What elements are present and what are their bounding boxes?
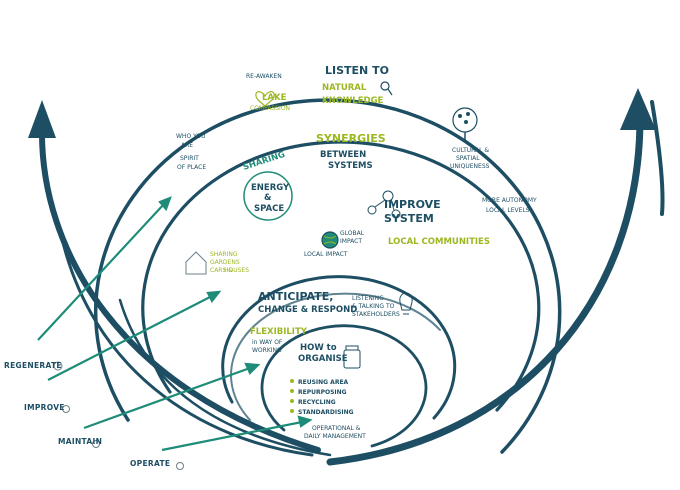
re-awaken-text: RE-AWAKEN bbox=[246, 73, 282, 80]
impact-text: IMPACT bbox=[340, 238, 362, 245]
ring-outer bbox=[93, 98, 562, 454]
house-icon bbox=[185, 251, 207, 275]
cars-text: CARS & bbox=[210, 267, 233, 274]
small-icons bbox=[53, 361, 184, 470]
energy-circle bbox=[243, 171, 293, 221]
standardising-text: STANDARDISING bbox=[298, 409, 354, 416]
talking-text: & TALKING TO bbox=[352, 303, 395, 310]
local-communities-text: LOCAL COMMUNITIES bbox=[388, 237, 490, 247]
label-regenerate: REGENERATE bbox=[4, 361, 62, 370]
jar-icon bbox=[343, 345, 361, 369]
natural-text: NATURAL bbox=[322, 83, 367, 93]
listen-text: LISTEN TO bbox=[325, 64, 389, 77]
change-respond-text: CHANGE & RESPOND bbox=[258, 305, 357, 315]
left-sweep-arrow bbox=[28, 100, 321, 453]
anticipate-text: ANTICIPATE, bbox=[258, 290, 333, 303]
heart-icon bbox=[255, 91, 275, 107]
stakeholders-text: STAKEHOLDERS bbox=[352, 311, 400, 318]
between-text: BETWEEN bbox=[320, 150, 366, 160]
houses-text: HOUSES bbox=[224, 267, 249, 274]
knowledge-text: KNOWLEDGE bbox=[322, 96, 384, 106]
operational-text: OPERATIONAL & bbox=[312, 425, 361, 432]
synergies-text: SYNERGIES bbox=[316, 132, 386, 145]
uniqueness-text: UNIQUENESS bbox=[450, 163, 490, 170]
improve-arrow bbox=[47, 290, 222, 381]
lake-text: LAKE bbox=[262, 93, 287, 103]
systems-text: SYSTEMS bbox=[328, 161, 373, 171]
gardens-text: GARDENS bbox=[210, 259, 240, 266]
of-place-text: OF PLACE bbox=[177, 164, 206, 171]
regenerate-arrow bbox=[37, 196, 172, 341]
recycling-text: RECYCLING bbox=[298, 399, 336, 406]
ring-3 bbox=[221, 275, 457, 420]
improve-text: IMPROVE bbox=[384, 198, 441, 211]
listening-text: LISTENING bbox=[352, 295, 384, 302]
flexibility-text: FLEXIBILITY bbox=[250, 327, 308, 337]
spirit-text: SPIRIT bbox=[180, 155, 199, 162]
local-impact-text: LOCAL IMPACT bbox=[304, 251, 348, 258]
amp-text: & bbox=[264, 193, 272, 203]
organise-text: ORGANISE bbox=[298, 354, 348, 364]
repurposing-text: REPURPOSING bbox=[298, 389, 347, 396]
system-text: SYSTEM bbox=[384, 212, 434, 225]
way-of-text: in WAY OF bbox=[252, 339, 283, 346]
local-levels-text: LOCAL LEVELS bbox=[486, 207, 530, 214]
who-you-text: WHO YOU bbox=[176, 133, 206, 140]
cultural-text: CULTURAL & bbox=[452, 147, 489, 154]
label-improve: IMPROVE bbox=[24, 403, 65, 412]
reusing-text: REUSING AREA bbox=[298, 379, 349, 386]
globe-icon bbox=[321, 231, 339, 249]
are-text: ARE bbox=[181, 142, 193, 149]
working-text: WORKING bbox=[252, 347, 282, 354]
ring-core bbox=[230, 292, 441, 448]
gardens-sharing-text: SHARING bbox=[210, 251, 238, 258]
global-text: GLOBAL bbox=[340, 230, 365, 237]
space-text: SPACE bbox=[254, 204, 284, 214]
maintain-arrow bbox=[83, 362, 261, 430]
core-bullets bbox=[290, 379, 294, 413]
energy-text: ENERGY bbox=[251, 183, 290, 193]
label-maintain: MAINTAIN bbox=[58, 437, 102, 446]
right-sweep-arrow bbox=[326, 88, 665, 466]
bulb-icon bbox=[399, 292, 413, 315]
label-operate: OPERATE bbox=[130, 459, 170, 468]
daily-management-text: DAILY MANAGEMENT bbox=[304, 433, 366, 440]
autonomy-text: MORE AUTONOMY bbox=[482, 197, 537, 204]
how-text: HOW to bbox=[300, 343, 337, 353]
magnifier-icon bbox=[380, 81, 393, 96]
operate-arrow bbox=[161, 415, 313, 452]
tree-icon bbox=[452, 107, 478, 142]
network-icon bbox=[367, 190, 401, 219]
spatial-text: SPATIAL bbox=[456, 155, 480, 162]
ring-2 bbox=[141, 140, 541, 412]
compassion-text: COMPASSION bbox=[250, 105, 290, 112]
